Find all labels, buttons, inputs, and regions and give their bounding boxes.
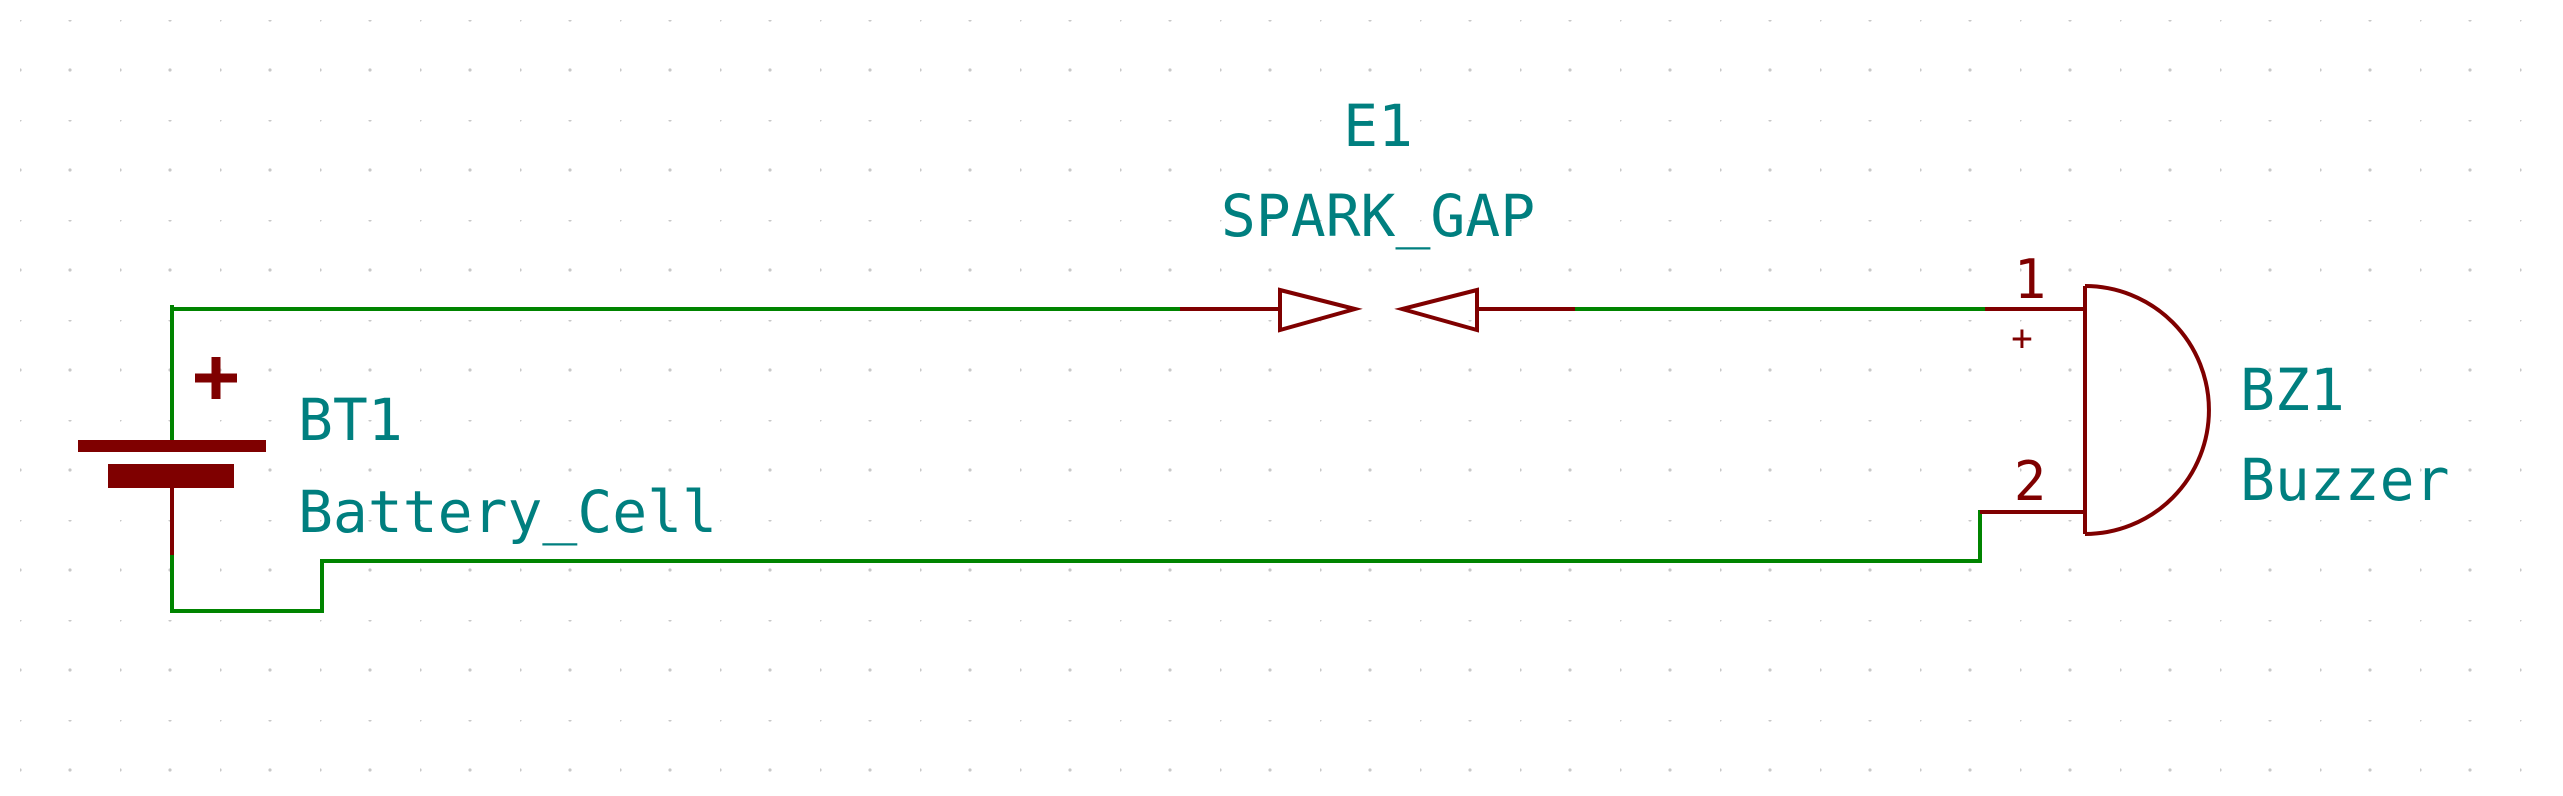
buzzer-symbol[interactable] [1985,284,2211,536]
buzzer-value: Buzzer [2240,446,2450,514]
battery-ref: BT1 [298,386,403,454]
buzzer-plus-mark: + [2011,318,2033,359]
spark-gap-value: SPARK_GAP [1221,182,1535,250]
wire-top-left[interactable] [170,305,1182,311]
buzzer-pin1-number: 1 [2014,248,2047,311]
spark-gap-ref: E1 [1343,92,1413,160]
buzzer-pin2-number: 2 [2014,450,2047,513]
battery-symbol[interactable] [78,357,266,555]
spark-gap-symbol[interactable] [1180,287,1575,333]
buzzer-ref: BZ1 [2240,356,2345,424]
battery-value: Battery_Cell [298,478,717,546]
